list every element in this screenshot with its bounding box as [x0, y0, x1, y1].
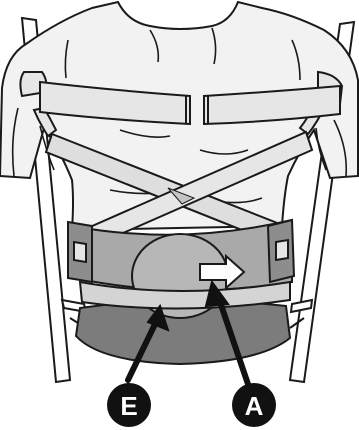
belt-left-buckle	[74, 242, 86, 262]
belt-right-buckle	[276, 240, 288, 260]
callout-e-letter: E	[120, 391, 137, 421]
callout-a: A	[232, 383, 276, 427]
callout-e: E	[107, 383, 151, 427]
callout-a-letter: A	[245, 391, 264, 421]
